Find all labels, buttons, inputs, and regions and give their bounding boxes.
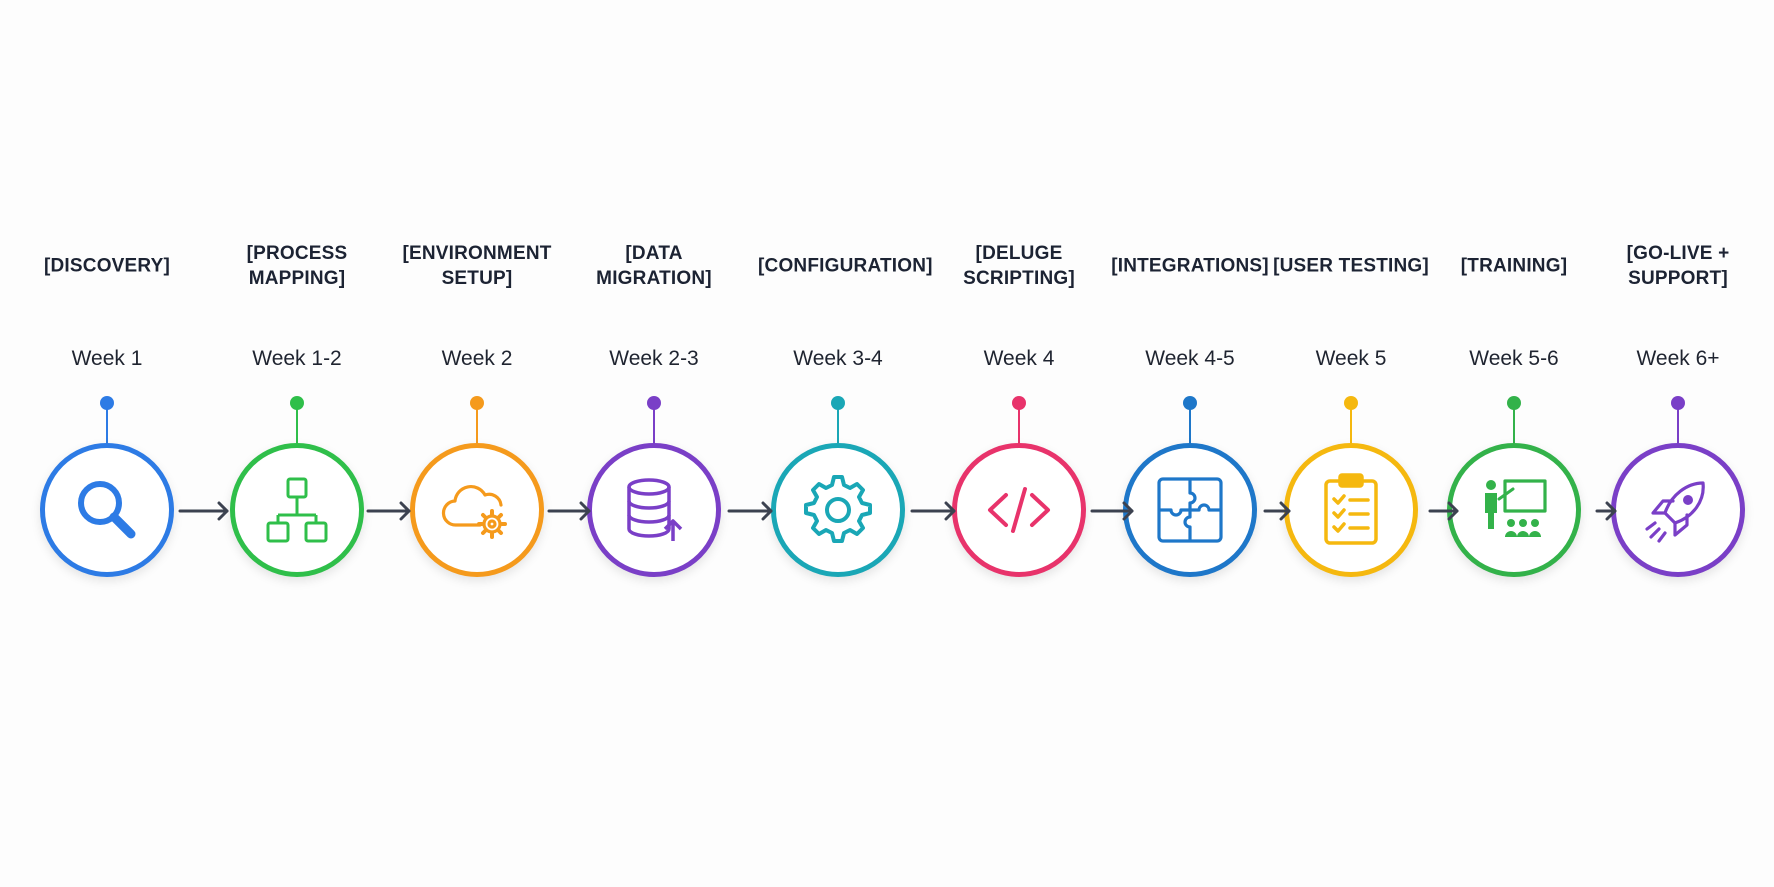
phase-connector-line: [106, 403, 108, 445]
phase-week: Week 6+: [1636, 347, 1720, 370]
code-icon: [988, 487, 1050, 533]
phase-icon-circle: [1284, 443, 1418, 577]
arrow-icon: [1595, 501, 1617, 521]
phase-title: [DISCOVERY]: [43, 255, 171, 277]
phase-marker-dot: [1671, 396, 1685, 410]
phase-deluge-scripting: [DELUGE SCRIPTING] Week 4: [939, 0, 1099, 887]
phase-connector-line: [476, 403, 478, 445]
phase-week: Week 5-6: [1469, 347, 1559, 370]
phase-title: [TRAINING]: [1460, 255, 1568, 277]
phase-week: Week 1-2: [252, 347, 342, 370]
phase-week: Week 4: [983, 347, 1055, 370]
puzzle-icon: [1157, 477, 1223, 543]
arrow-icon: [1090, 501, 1134, 521]
phase-title: [USER TESTING]: [1273, 255, 1429, 277]
phase-configuration: [CONFIGURATION] Week 3-4: [758, 0, 933, 887]
phase-week: Week 3-4: [793, 347, 883, 370]
phase-connector-line: [653, 403, 655, 445]
phase-title: [DATA MIGRATION]: [596, 243, 712, 289]
arrow-icon: [1263, 501, 1291, 521]
phase-marker-dot: [100, 396, 114, 410]
phase-discovery: [DISCOVERY] Week 1: [27, 0, 187, 887]
phase-marker-dot: [647, 396, 661, 410]
phase-user-testing: [USER TESTING] Week 5: [1271, 0, 1431, 887]
phase-integrations: [INTEGRATIONS] Week 4-5: [1110, 0, 1270, 887]
arrow-icon: [1428, 501, 1459, 521]
clipboard-checklist-icon: [1324, 473, 1378, 545]
phase-icon-circle: [952, 443, 1086, 577]
phase-environment-setup: [ENVIRONMENT SETUP] Week 2: [397, 0, 557, 887]
phase-icon-circle: [1611, 443, 1745, 577]
arrow-icon: [727, 501, 773, 521]
phase-data-migration: [DATA MIGRATION] Week 2-3: [574, 0, 734, 887]
phase-icon-circle: [230, 443, 364, 577]
phase-title: [DELUGE SCRIPTING]: [963, 243, 1075, 289]
cloud-gear-icon: [441, 485, 507, 539]
phase-week: Week 5: [1315, 347, 1387, 370]
phase-connector-line: [296, 403, 298, 445]
phase-title: [ENVIRONMENT SETUP]: [402, 243, 552, 289]
phase-connector-line: [1189, 403, 1191, 445]
phase-connector-line: [1677, 403, 1679, 445]
presentation-icon: [1485, 479, 1547, 537]
phase-title: [CONFIGURATION]: [758, 255, 933, 277]
phase-connector-line: [837, 403, 839, 445]
magnifier-icon: [78, 481, 136, 539]
arrow-icon: [178, 501, 229, 521]
phase-connector-line: [1513, 403, 1515, 445]
database-upload-icon: [627, 478, 683, 541]
rocket-icon: [1645, 481, 1705, 543]
phase-week: Week 2-3: [609, 347, 699, 370]
arrow-icon: [547, 501, 591, 521]
phase-training: [TRAINING] Week 5-6: [1434, 0, 1594, 887]
phase-marker-dot: [1012, 396, 1026, 410]
phase-week: Week 1: [71, 347, 143, 370]
phase-title: [GO-LIVE + SUPPORT]: [1626, 243, 1730, 289]
phase-marker-dot: [1344, 396, 1358, 410]
phase-marker-dot: [831, 396, 845, 410]
gear-icon: [804, 475, 872, 543]
phase-title: [INTEGRATIONS]: [1111, 255, 1269, 277]
phase-icon-circle: [771, 443, 905, 577]
phase-process-mapping: [PROCESS MAPPING] Week 1-2: [217, 0, 377, 887]
flowchart-icon: [266, 477, 328, 543]
phase-marker-dot: [1183, 396, 1197, 410]
arrow-icon: [366, 501, 411, 521]
phase-icon-circle: [410, 443, 544, 577]
phase-marker-dot: [290, 396, 304, 410]
phase-week: Week 2: [441, 347, 513, 370]
phase-icon-circle: [1447, 443, 1581, 577]
phase-connector-line: [1018, 403, 1020, 445]
arrow-icon: [910, 501, 956, 521]
phase-connector-line: [1350, 403, 1352, 445]
phase-go-live-support: [GO-LIVE + SUPPORT] Week 6+: [1598, 0, 1758, 887]
phase-marker-dot: [470, 396, 484, 410]
phase-icon-circle: [40, 443, 174, 577]
phase-week: Week 4-5: [1145, 347, 1235, 370]
phase-icon-circle: [1123, 443, 1257, 577]
phase-title: [PROCESS MAPPING]: [246, 243, 348, 289]
phase-icon-circle: [587, 443, 721, 577]
phase-marker-dot: [1507, 396, 1521, 410]
